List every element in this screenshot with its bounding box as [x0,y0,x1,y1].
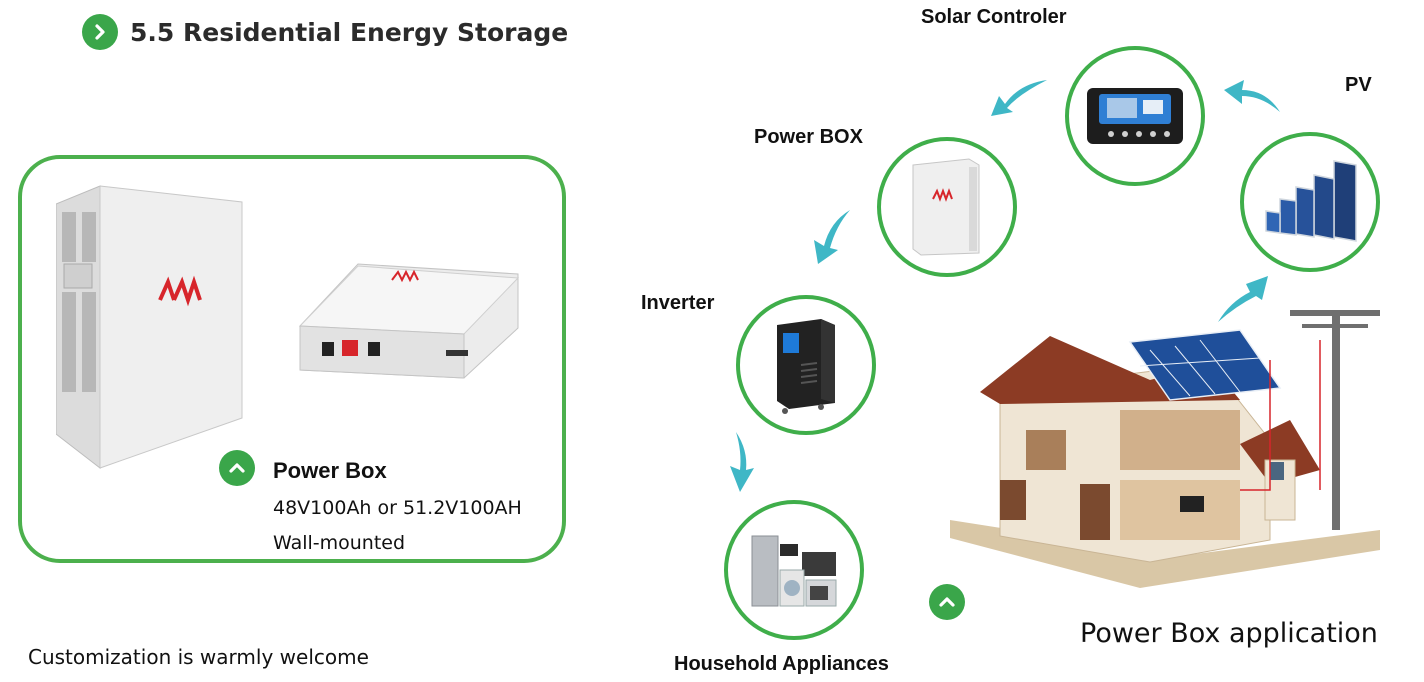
footer-note: Customization is warmly welcome [28,645,369,669]
node-label-solar-controller: Solar Controler [921,6,1067,28]
node-pv [1240,132,1380,272]
product-spec: 48V100Ah or 51.2V100AH [273,497,522,519]
page-title-block: 5.5 Residential Energy Storage [82,14,568,50]
solar-controller-icon [1087,88,1183,144]
arrow-pv-to-solar-icon [1224,80,1280,112]
inverter-icon [777,319,835,414]
application-caption: Power Box application [1080,618,1378,649]
node-label-power-box: Power BOX [754,126,863,148]
solar-panel-icon [1265,160,1357,242]
page-title: 5.5 Residential Energy Storage [130,17,569,47]
node-household-appliances [724,500,864,640]
arrow-solar-to-powerbox-icon [991,80,1047,116]
chevron-right-icon [82,14,118,50]
node-label-inverter: Inverter [641,292,715,314]
chevron-up-icon [219,450,255,486]
node-power-box [877,137,1017,277]
product-panel [18,155,566,563]
node-inverter [736,295,876,435]
power-box-icon [912,158,980,256]
brand-logo [158,275,202,307]
rack-battery-illustration [298,263,520,379]
appliances-icon [751,535,837,607]
node-label-household: Household Appliances [674,653,889,675]
house-illustration [950,310,1380,588]
arrow-inverter-to-appliances-icon [730,432,754,492]
product-mount: Wall-mounted [273,532,406,554]
node-label-pv: PV [1345,74,1372,96]
chevron-up-icon [929,584,965,620]
wall-battery-illustration [56,185,243,470]
node-solar-controller [1065,46,1205,186]
arrow-house-to-pv-icon [1218,276,1268,322]
product-name: Power Box [273,458,387,483]
arrow-powerbox-to-inverter-icon [814,210,850,264]
